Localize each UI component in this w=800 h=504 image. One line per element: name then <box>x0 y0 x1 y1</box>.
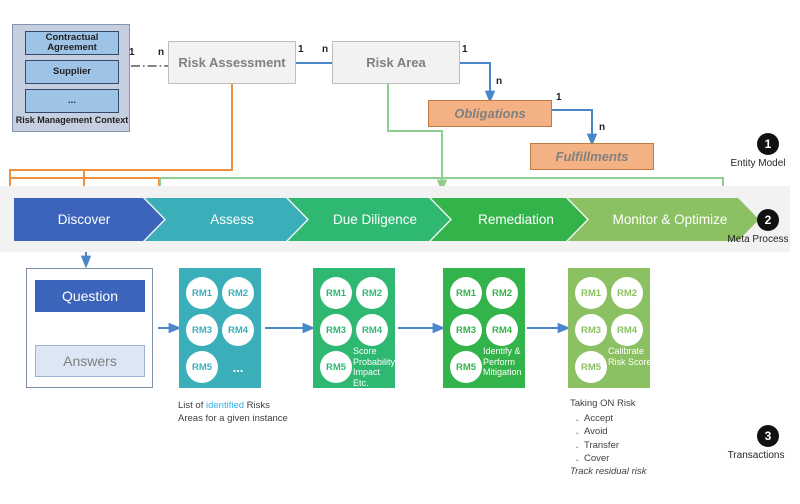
transaction-stage-assess[interactable]: RM1 RM2 RM3 RM4 RM5 Score Probability Im… <box>313 268 395 388</box>
stage-note-monitor: Calibrate Risk Score <box>608 346 652 367</box>
risk-area-entity[interactable]: Risk Area <box>332 41 460 84</box>
cardinality-area-1: 1 <box>462 44 468 55</box>
risk-bubble[interactable]: RM1 <box>575 277 607 309</box>
context-item-contractual-agreement[interactable]: Contractual Agreement <box>25 31 119 55</box>
chevron-discover[interactable] <box>14 198 164 241</box>
taking-item: Transfer <box>575 438 720 457</box>
obligations-entity[interactable]: Obligations <box>428 100 552 127</box>
transaction-stage-remediation[interactable]: RM1 RM2 RM3 RM4 RM5 Identify & Perform M… <box>443 268 525 388</box>
marker-2-badge: 2 <box>757 209 779 231</box>
risk-bubble[interactable]: RM4 <box>611 314 643 346</box>
marker-1-label: Entity Model <box>730 158 786 169</box>
risk-bubble-ellipsis: ... <box>232 359 244 375</box>
context-item-more[interactable]: ... <box>25 89 119 113</box>
cardinality-obl-1: 1 <box>556 92 562 103</box>
cardinality-area-n: n <box>496 76 503 87</box>
cardinality-ra-1: 1 <box>298 44 304 55</box>
risk-bubble[interactable]: RM5 <box>450 351 482 383</box>
taking-on-risk-list: Accept Avoid Transfer Cover <box>570 411 720 471</box>
risk-bubble[interactable]: RM4 <box>222 314 254 346</box>
risk-bubble[interactable]: RM3 <box>320 314 352 346</box>
risk-bubble[interactable]: RM2 <box>356 277 388 309</box>
area-to-obligations-line <box>460 62 496 104</box>
stage-note-remediation: Identify & Perform Mitigation <box>483 346 522 378</box>
risk-assessment-entity[interactable]: Risk Assessment <box>168 41 296 84</box>
risk-bubble[interactable]: RM1 <box>320 277 352 309</box>
marker-1-badge: 1 <box>757 133 779 155</box>
orange-bracket <box>9 177 160 186</box>
marker-3-label: Transactions <box>727 450 785 461</box>
risk-bubble[interactable]: RM1 <box>186 277 218 309</box>
cardinality-ra-n: n <box>322 44 329 55</box>
risk-management-context-caption: Risk Management Context <box>15 115 129 125</box>
fulfillments-entity[interactable]: Fulfillments <box>530 143 654 170</box>
risk-bubble[interactable]: RM5 <box>186 351 218 383</box>
taking-item: Cover <box>575 451 720 470</box>
risk-bubble[interactable]: RM4 <box>486 314 518 346</box>
context-item-supplier[interactable]: Supplier <box>25 60 119 84</box>
taking-item: Avoid <box>575 424 720 443</box>
question-box[interactable]: Question <box>35 280 145 312</box>
cardinality-ctx-1: 1 <box>129 47 135 58</box>
taking-on-risk-note: Taking ON Risk Accept Avoid Transfer Cov… <box>570 398 720 478</box>
track-residual-risk-note: Track residual risk <box>570 465 647 477</box>
chevron-due-diligence[interactable] <box>288 198 450 241</box>
transaction-stage-monitor[interactable]: RM1 RM2 RM3 RM4 RM5 Calibrate Risk Score <box>568 268 652 388</box>
transaction-stage-discover[interactable]: RM1 RM2 RM3 RM4 RM5 ... <box>179 268 261 388</box>
risk-bubble[interactable]: RM5 <box>575 351 607 383</box>
obligations-to-fulfillments-line <box>552 109 598 147</box>
risk-bubble[interactable]: RM1 <box>450 277 482 309</box>
question-answers-panel: Question Answers <box>26 268 153 388</box>
stage-note-assess: Score Probability Impact Etc. <box>353 346 396 388</box>
answers-box[interactable]: Answers <box>35 345 145 377</box>
chevron-remediation[interactable] <box>431 198 587 241</box>
risk-bubble[interactable]: RM2 <box>486 277 518 309</box>
risk-bubble[interactable]: RM2 <box>611 277 643 309</box>
marker-2-label: Meta Process <box>727 234 789 245</box>
chevron-monitor-optimize[interactable] <box>568 198 759 241</box>
cardinality-ctx-n: n <box>158 47 165 58</box>
identified-prefix: List of <box>178 400 206 411</box>
risk-bubble[interactable]: RM3 <box>575 314 607 346</box>
identified-line2: Areas for a given instance <box>178 412 288 424</box>
risk-bubble[interactable]: RM3 <box>186 314 218 346</box>
taking-on-risk-title: Taking ON Risk <box>570 398 636 409</box>
risk-management-context-panel: Contractual Agreement Supplier ... Risk … <box>12 24 130 132</box>
taking-item: Accept <box>575 411 720 430</box>
risk-bubble[interactable]: RM4 <box>356 314 388 346</box>
identified-highlight: identified <box>206 400 245 411</box>
risk-bubble[interactable]: RM3 <box>450 314 482 346</box>
cardinality-obl-n: n <box>599 122 606 133</box>
risk-bubble[interactable]: RM2 <box>222 277 254 309</box>
identified-suffix: Risks <box>244 400 270 411</box>
marker-3-badge: 3 <box>757 425 779 447</box>
chevron-assess[interactable] <box>145 198 307 241</box>
identified-risks-note: List of identified Risks Areas for a giv… <box>178 400 368 425</box>
risk-bubble[interactable]: RM5 <box>320 351 352 383</box>
meta-process-chevrons <box>14 198 759 241</box>
